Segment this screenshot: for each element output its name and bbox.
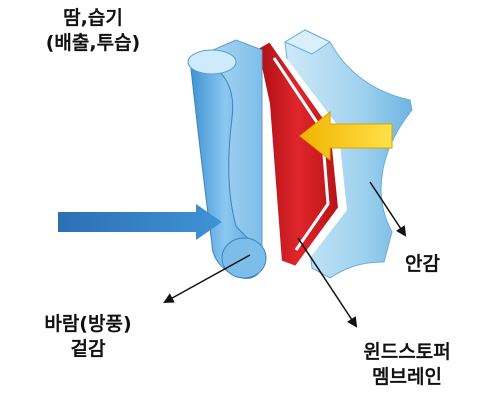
vapor-label-line2: (배출,투습) [45,32,141,54]
membrane-label-line1: 윈드스토퍼 [363,341,451,363]
outer-fabric-label: 바람(방풍) 겉감 [28,312,148,362]
leader-line-lining [369,181,407,237]
leader-line-membrane [297,237,358,328]
outer-fabric-label-line1: 바람(방풍) [44,313,132,335]
leader-line-outer-fabric [163,254,251,304]
membrane-inner-line [272,57,330,251]
outer-fabric-label-line2: 겉감 [70,338,106,360]
membrane-label: 윈드스토퍼 멤브레인 [352,340,462,390]
vapor-label-line1: 땀,습기 [63,7,123,29]
lining-top-face [283,29,332,55]
membrane-label-line2: 멤브레인 [372,366,442,388]
membrane-layer [254,38,342,270]
outer-fabric-top [187,49,237,75]
vapor-arrow [299,110,393,162]
lining-label: 안감 [405,253,440,275]
wind-arrow [58,204,222,240]
vapor-label: 땀,습기 (배출,투습) [18,6,168,56]
